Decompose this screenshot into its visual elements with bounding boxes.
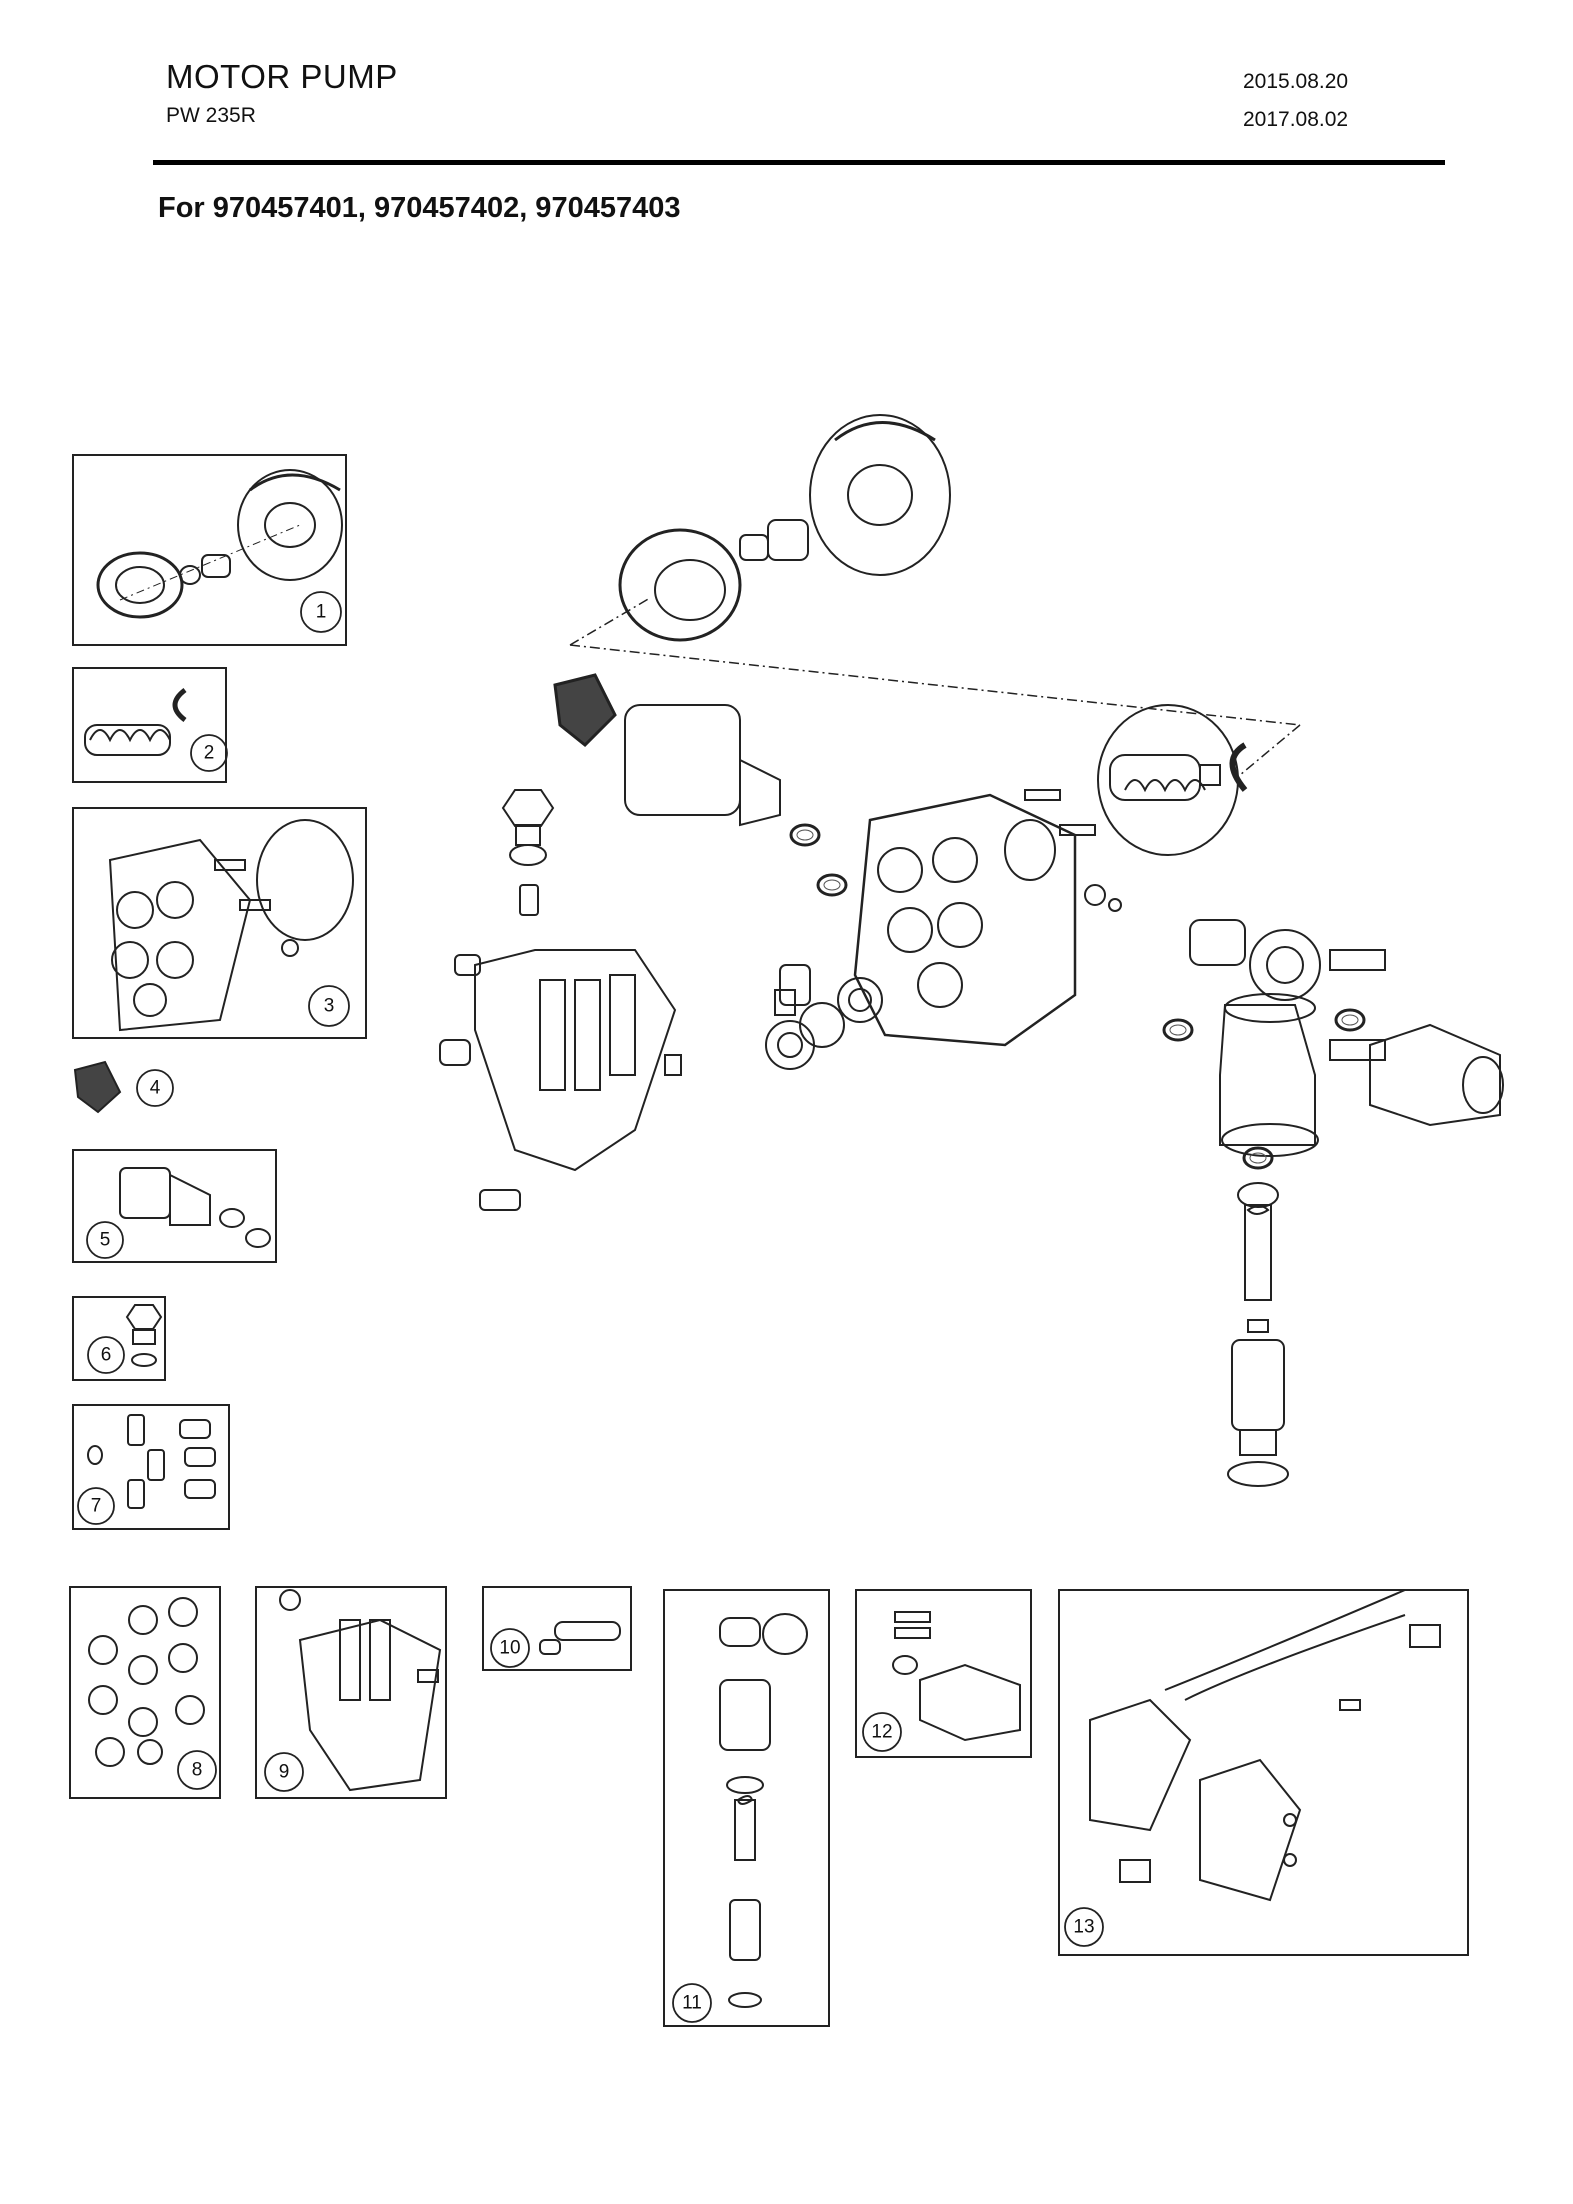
- callout-5-circle: [86, 1221, 124, 1259]
- callout-12-circle: [862, 1712, 902, 1752]
- callout-1-circle: [300, 591, 342, 633]
- kit-box-5: [72, 1149, 277, 1263]
- callout-3-circle: [308, 985, 350, 1027]
- callout-10-circle: [490, 1628, 530, 1668]
- callout-1: 1: [316, 602, 327, 623]
- applicable-models: For 970457401, 970457402, 970457403: [158, 192, 681, 224]
- callout-13: 13: [1073, 1917, 1094, 1938]
- model-number: PW 235R: [166, 104, 256, 127]
- kit-4-nozzle-icon: [73, 1060, 122, 1114]
- kit-box-12: [855, 1589, 1032, 1758]
- kit-box-13: [1058, 1589, 1469, 1956]
- callout-4-circle: [136, 1069, 174, 1107]
- callout-13-circle: [1064, 1907, 1104, 1947]
- callout-2-circle: [190, 734, 228, 772]
- main-exploded-view: [439, 414, 1504, 1487]
- callout-11: 11: [682, 1993, 702, 2014]
- callout-10: 10: [499, 1638, 520, 1659]
- kit-box-6: [72, 1296, 166, 1381]
- callout-8: 8: [192, 1760, 203, 1781]
- callout-4: 4: [150, 1078, 161, 1099]
- kit-box-10: [482, 1586, 632, 1671]
- date-revised: 2017.08.02: [1243, 108, 1349, 131]
- kit-box-8: [69, 1586, 221, 1799]
- callout-9: 9: [279, 1762, 290, 1783]
- callout-12: 12: [871, 1722, 892, 1743]
- callout-7: 7: [91, 1496, 102, 1517]
- callout-5: 5: [100, 1230, 111, 1251]
- header-rule: [153, 160, 1445, 165]
- callout-6-circle: [87, 1336, 125, 1374]
- kit-box-2: [72, 667, 227, 783]
- callout-9-circle: [264, 1752, 304, 1792]
- callout-7-circle: [77, 1487, 115, 1525]
- callout-11-circle: [672, 1983, 712, 2023]
- callout-6: 6: [101, 1345, 112, 1366]
- date-created: 2015.08.20: [1243, 70, 1349, 93]
- kit-box-7: [72, 1404, 230, 1530]
- kit-box-11: [663, 1589, 830, 2027]
- kit-box-9: [255, 1586, 447, 1799]
- callout-8-circle: [177, 1750, 217, 1790]
- kit-box-3: [72, 807, 367, 1039]
- kit-box-1: [72, 454, 347, 646]
- callout-2: 2: [204, 743, 215, 764]
- callout-3: 3: [324, 996, 335, 1017]
- document-title: MOTOR PUMP: [166, 58, 398, 95]
